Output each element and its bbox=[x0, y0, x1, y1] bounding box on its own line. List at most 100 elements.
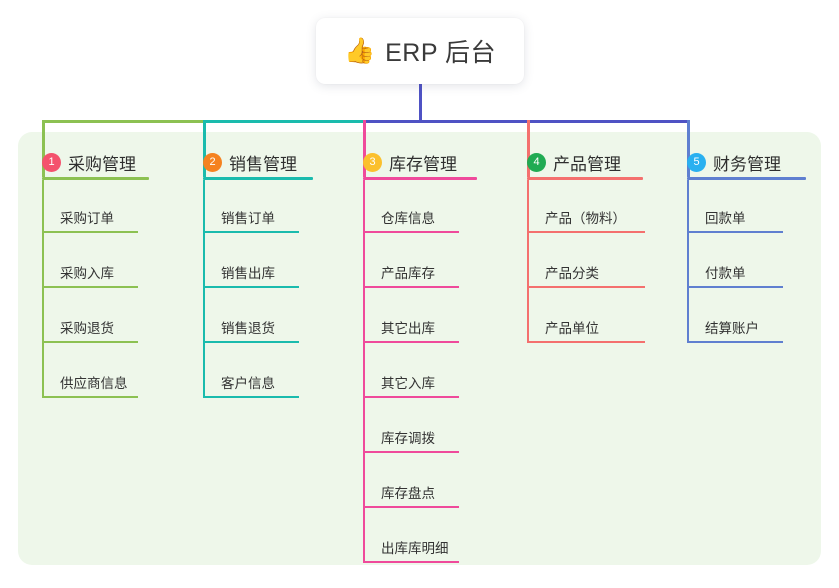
branch-item-underline bbox=[203, 231, 299, 233]
branch-number-badge: 4 bbox=[527, 153, 546, 172]
connector-drop-2 bbox=[203, 120, 206, 177]
branch-item-underline bbox=[363, 341, 459, 343]
branch-item-underline bbox=[203, 396, 299, 398]
branch-item[interactable]: 仓库信息 bbox=[363, 201, 459, 233]
branch-item-label: 客户信息 bbox=[221, 376, 275, 391]
branch-item[interactable]: 其它入库 bbox=[363, 366, 459, 398]
branch-item-underline bbox=[527, 341, 645, 343]
connector-drop-3 bbox=[363, 120, 366, 177]
branch-title: 财务管理 bbox=[713, 155, 781, 174]
branch-title: 采购管理 bbox=[68, 155, 136, 174]
branch-trunk-line bbox=[363, 180, 365, 563]
branch-item-label: 采购订单 bbox=[60, 211, 114, 226]
branch-number-badge: 1 bbox=[42, 153, 61, 172]
branch-item[interactable]: 采购订单 bbox=[42, 201, 138, 233]
branch-item-underline bbox=[42, 231, 138, 233]
branch-item-underline bbox=[363, 451, 459, 453]
branch-item-underline bbox=[203, 341, 299, 343]
connector-drop-5 bbox=[687, 120, 690, 177]
branch-item-underline bbox=[363, 561, 459, 563]
branch-item[interactable]: 其它出库 bbox=[363, 311, 459, 343]
branch-number-badge: 3 bbox=[363, 153, 382, 172]
branch-item[interactable]: 产品（物料） bbox=[527, 201, 645, 233]
branch-header-underline bbox=[363, 177, 477, 180]
branch-header-采购管理[interactable]: 1 采购管理 bbox=[42, 150, 136, 175]
branch-item-label: 其它入库 bbox=[381, 376, 435, 391]
branch-item[interactable]: 产品单位 bbox=[527, 311, 645, 343]
branch-item[interactable]: 付款单 bbox=[687, 256, 783, 288]
branch-item-underline bbox=[687, 341, 783, 343]
branch-item-label: 销售订单 bbox=[221, 211, 275, 226]
branch-item-label: 库存调拨 bbox=[381, 431, 435, 446]
branch-item[interactable]: 产品分类 bbox=[527, 256, 645, 288]
branch-item-label: 产品分类 bbox=[545, 266, 599, 281]
branch-header-库存管理[interactable]: 3 库存管理 bbox=[363, 150, 457, 175]
connector-bar-segment-2 bbox=[203, 120, 366, 123]
branch-trunk-line bbox=[203, 180, 205, 398]
branch-item-label: 供应商信息 bbox=[60, 376, 128, 391]
branch-number-badge: 2 bbox=[203, 153, 222, 172]
branch-header-财务管理[interactable]: 5 财务管理 bbox=[687, 150, 781, 175]
branch-item[interactable]: 产品库存 bbox=[363, 256, 459, 288]
branch-item-label: 产品库存 bbox=[381, 266, 435, 281]
branch-item-label: 销售退货 bbox=[221, 321, 275, 336]
branch-item[interactable]: 采购退货 bbox=[42, 311, 138, 343]
branch-number-badge: 5 bbox=[687, 153, 706, 172]
branch-item-underline bbox=[687, 231, 783, 233]
branch-title: 库存管理 bbox=[389, 155, 457, 174]
branch-item-underline bbox=[42, 396, 138, 398]
branch-item[interactable]: 库存调拨 bbox=[363, 421, 459, 453]
branch-item[interactable]: 采购入库 bbox=[42, 256, 138, 288]
branch-header-underline bbox=[42, 177, 149, 180]
connector-bar-segment-4 bbox=[527, 120, 690, 123]
connector-bar-segment-1 bbox=[42, 120, 206, 123]
branch-item-underline bbox=[42, 341, 138, 343]
branch-item-label: 产品单位 bbox=[545, 321, 599, 336]
branch-trunk-line bbox=[687, 180, 689, 343]
branch-item[interactable]: 销售订单 bbox=[203, 201, 299, 233]
branch-item[interactable]: 库存盘点 bbox=[363, 476, 459, 508]
root-node-title: ERP 后台 bbox=[385, 39, 497, 67]
root-node-erp-backend[interactable]: 👍 ERP 后台 bbox=[316, 18, 524, 84]
branch-item-label: 出库库明细 bbox=[381, 541, 449, 556]
branch-item[interactable]: 客户信息 bbox=[203, 366, 299, 398]
branch-item-underline bbox=[687, 286, 783, 288]
branch-item-label: 销售出库 bbox=[221, 266, 275, 281]
branch-item-label: 采购退货 bbox=[60, 321, 114, 336]
thumbs-up-icon: 👍 bbox=[343, 36, 376, 65]
branch-item-underline bbox=[42, 286, 138, 288]
branch-item[interactable]: 供应商信息 bbox=[42, 366, 138, 398]
connector-drop-1 bbox=[42, 120, 45, 177]
branch-item-underline bbox=[203, 286, 299, 288]
branch-item[interactable]: 结算账户 bbox=[687, 311, 783, 343]
branch-item-label: 仓库信息 bbox=[381, 211, 435, 226]
branch-trunk-line bbox=[527, 180, 529, 343]
branch-item[interactable]: 销售出库 bbox=[203, 256, 299, 288]
branch-item-label: 其它出库 bbox=[381, 321, 435, 336]
branch-item-label: 库存盘点 bbox=[381, 486, 435, 501]
branch-item-underline bbox=[363, 231, 459, 233]
branch-title: 销售管理 bbox=[229, 155, 297, 174]
branch-header-underline bbox=[527, 177, 643, 180]
branch-item-underline bbox=[527, 286, 645, 288]
branch-item-label: 付款单 bbox=[705, 266, 746, 281]
branch-item-label: 产品（物料） bbox=[545, 211, 626, 226]
branch-trunk-line bbox=[42, 180, 44, 398]
branch-item[interactable]: 出库库明细 bbox=[363, 531, 459, 563]
branch-item-underline bbox=[363, 396, 459, 398]
root-stem bbox=[419, 84, 422, 123]
connector-drop-4 bbox=[527, 120, 530, 177]
branch-item[interactable]: 回款单 bbox=[687, 201, 783, 233]
branch-header-underline bbox=[687, 177, 806, 180]
branch-item-label: 采购入库 bbox=[60, 266, 114, 281]
connector-bar-segment-3 bbox=[363, 120, 530, 123]
branch-item-label: 结算账户 bbox=[705, 321, 759, 336]
branch-item[interactable]: 销售退货 bbox=[203, 311, 299, 343]
branch-item-underline bbox=[363, 506, 459, 508]
branch-header-销售管理[interactable]: 2 销售管理 bbox=[203, 150, 297, 175]
branch-item-label: 回款单 bbox=[705, 211, 746, 226]
branch-header-underline bbox=[203, 177, 313, 180]
branch-item-underline bbox=[363, 286, 459, 288]
